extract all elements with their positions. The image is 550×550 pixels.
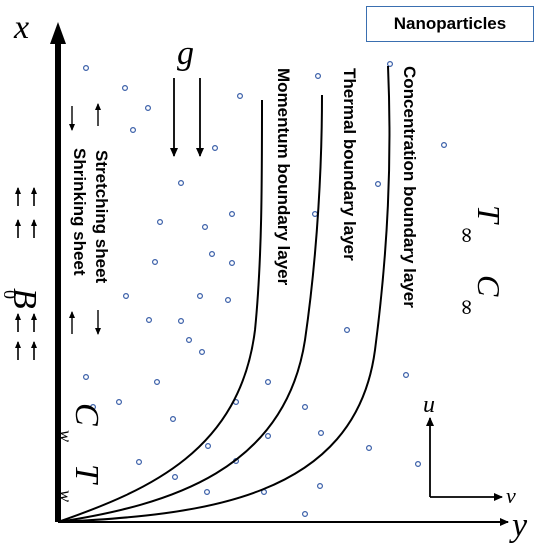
c-wall-label: C	[68, 403, 105, 426]
nanoparticles-callout: Nanoparticles	[366, 6, 534, 42]
c-wall-subscript: w	[56, 430, 76, 442]
nanoparticle	[146, 317, 153, 324]
nanoparticle	[209, 251, 216, 258]
x-axis-label: x	[13, 9, 29, 46]
nanoparticle	[152, 259, 159, 266]
nanoparticle	[237, 92, 244, 99]
u-label: u	[423, 392, 435, 418]
y-axis-label: y	[509, 507, 528, 544]
nanoparticle	[265, 379, 272, 386]
nanoparticle	[178, 318, 185, 325]
nanoparticle	[199, 349, 206, 356]
x-axis-arrowhead	[50, 22, 66, 44]
magnetic-field-arrows	[15, 187, 37, 360]
concentration-boundary-curve	[57, 65, 391, 523]
stretching-sheet-label-group: Stretching sheet	[92, 103, 111, 335]
nanoparticle	[115, 399, 122, 406]
nanoparticle	[318, 430, 325, 437]
nanoparticle	[315, 72, 322, 79]
momentum-boundary-label: Momentum boundary layer	[274, 68, 293, 286]
nanoparticle	[441, 142, 448, 149]
nanoparticle	[145, 104, 152, 111]
nanoparticle	[130, 126, 137, 133]
concentration-boundary-label: Concentration boundary layer	[400, 66, 419, 308]
t-infinity-label: T	[471, 205, 507, 225]
nanoparticle	[89, 404, 96, 411]
nanoparticle	[172, 474, 179, 481]
nanoparticle	[157, 219, 164, 226]
nanoparticle	[265, 433, 272, 440]
momentum-boundary-curve	[57, 99, 263, 523]
shrinking-sheet-label: Shrinking sheet	[70, 148, 89, 276]
nanoparticle	[154, 379, 161, 386]
nanoparticle	[121, 84, 128, 91]
nanoparticle	[204, 489, 211, 496]
t-infinity-subscript: ∞	[454, 226, 479, 244]
nanoparticle	[312, 211, 319, 218]
t-wall-label: T	[68, 464, 105, 485]
nanoparticle	[186, 337, 193, 344]
nanoparticle	[82, 374, 89, 381]
shrinking-sheet-label-group: Shrinking sheet	[69, 106, 89, 334]
nanoparticle	[229, 211, 236, 218]
v-label: v	[506, 483, 516, 508]
nanoparticle	[403, 372, 410, 379]
thermal-boundary-curve	[57, 94, 323, 523]
stretching-sheet-label: Stretching sheet	[92, 150, 111, 284]
t-wall-subscript: w	[56, 490, 76, 502]
nanoparticle	[317, 483, 324, 490]
nanoparticle	[205, 443, 212, 450]
b0-label: B	[6, 288, 43, 309]
nanoparticle	[197, 293, 204, 300]
nanoparticle	[375, 181, 382, 188]
gravity-label: g	[177, 35, 194, 72]
nanoparticle	[344, 327, 351, 334]
nanoparticle-dots	[82, 60, 448, 518]
nanoparticle	[302, 404, 309, 411]
nanoparticle	[202, 224, 209, 231]
c-infinity-subscript: ∞	[454, 298, 479, 316]
c-infinity-label: C	[471, 275, 507, 297]
nanoparticle	[225, 297, 232, 304]
nanoparticle	[302, 511, 309, 518]
nanoparticle	[229, 260, 236, 267]
nanoparticle	[122, 293, 129, 300]
nanoparticle	[387, 60, 394, 67]
b0-subscript: 0	[0, 290, 20, 299]
nanoparticle	[178, 180, 185, 187]
nanoparticle	[136, 459, 143, 466]
nanoparticle	[212, 145, 219, 152]
nanoparticle	[366, 445, 373, 452]
nanoparticle	[415, 461, 422, 468]
thermal-boundary-label: Thermal boundary layer	[340, 68, 359, 261]
nanoparticles-label: Nanoparticles	[393, 14, 507, 33]
nanoparticle	[170, 416, 177, 423]
nanoparticle	[82, 64, 89, 71]
